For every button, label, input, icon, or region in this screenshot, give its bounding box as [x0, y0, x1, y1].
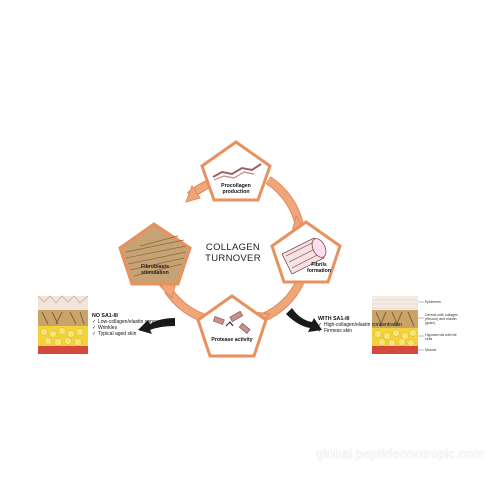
node-label-top: Procollagen production [210, 183, 262, 195]
aged-skin-section [38, 296, 88, 354]
layer-label-dermis: Dermis with collagen (fibrous) and elast… [425, 313, 463, 325]
aged-skin-caption: NO SA1-III ✓Low-collagen/elastin concent… [92, 313, 162, 337]
diagram-title: COLLAGEN TURNOVER [198, 242, 268, 264]
aged-item: ✓Typical aged skin [92, 331, 162, 337]
layer-label-muscle: Muscle [425, 348, 436, 352]
node-label-left: Fibroblasts stimulation [132, 264, 178, 276]
node-label-bottom: Protease activity [206, 337, 258, 343]
title-line-1: COLLAGEN [198, 242, 268, 253]
firm-item: ✓Firmess skin [318, 328, 372, 334]
layer-label-epidermis: Epidermis [425, 300, 441, 304]
node-label-right: Fibrils formation [304, 262, 334, 274]
layer-label-hypodermis: Hypodermis with fat cells [425, 333, 463, 341]
title-line-2: TURNOVER [198, 253, 268, 264]
pentagon-bottom [198, 296, 266, 356]
firm-skin-caption: WITH SA1-III ✓High-collagen/elastin conc… [318, 316, 372, 334]
watermark-text: global.peptidenootropic.com [316, 446, 484, 461]
arrow-to-firm-skin [286, 308, 322, 332]
